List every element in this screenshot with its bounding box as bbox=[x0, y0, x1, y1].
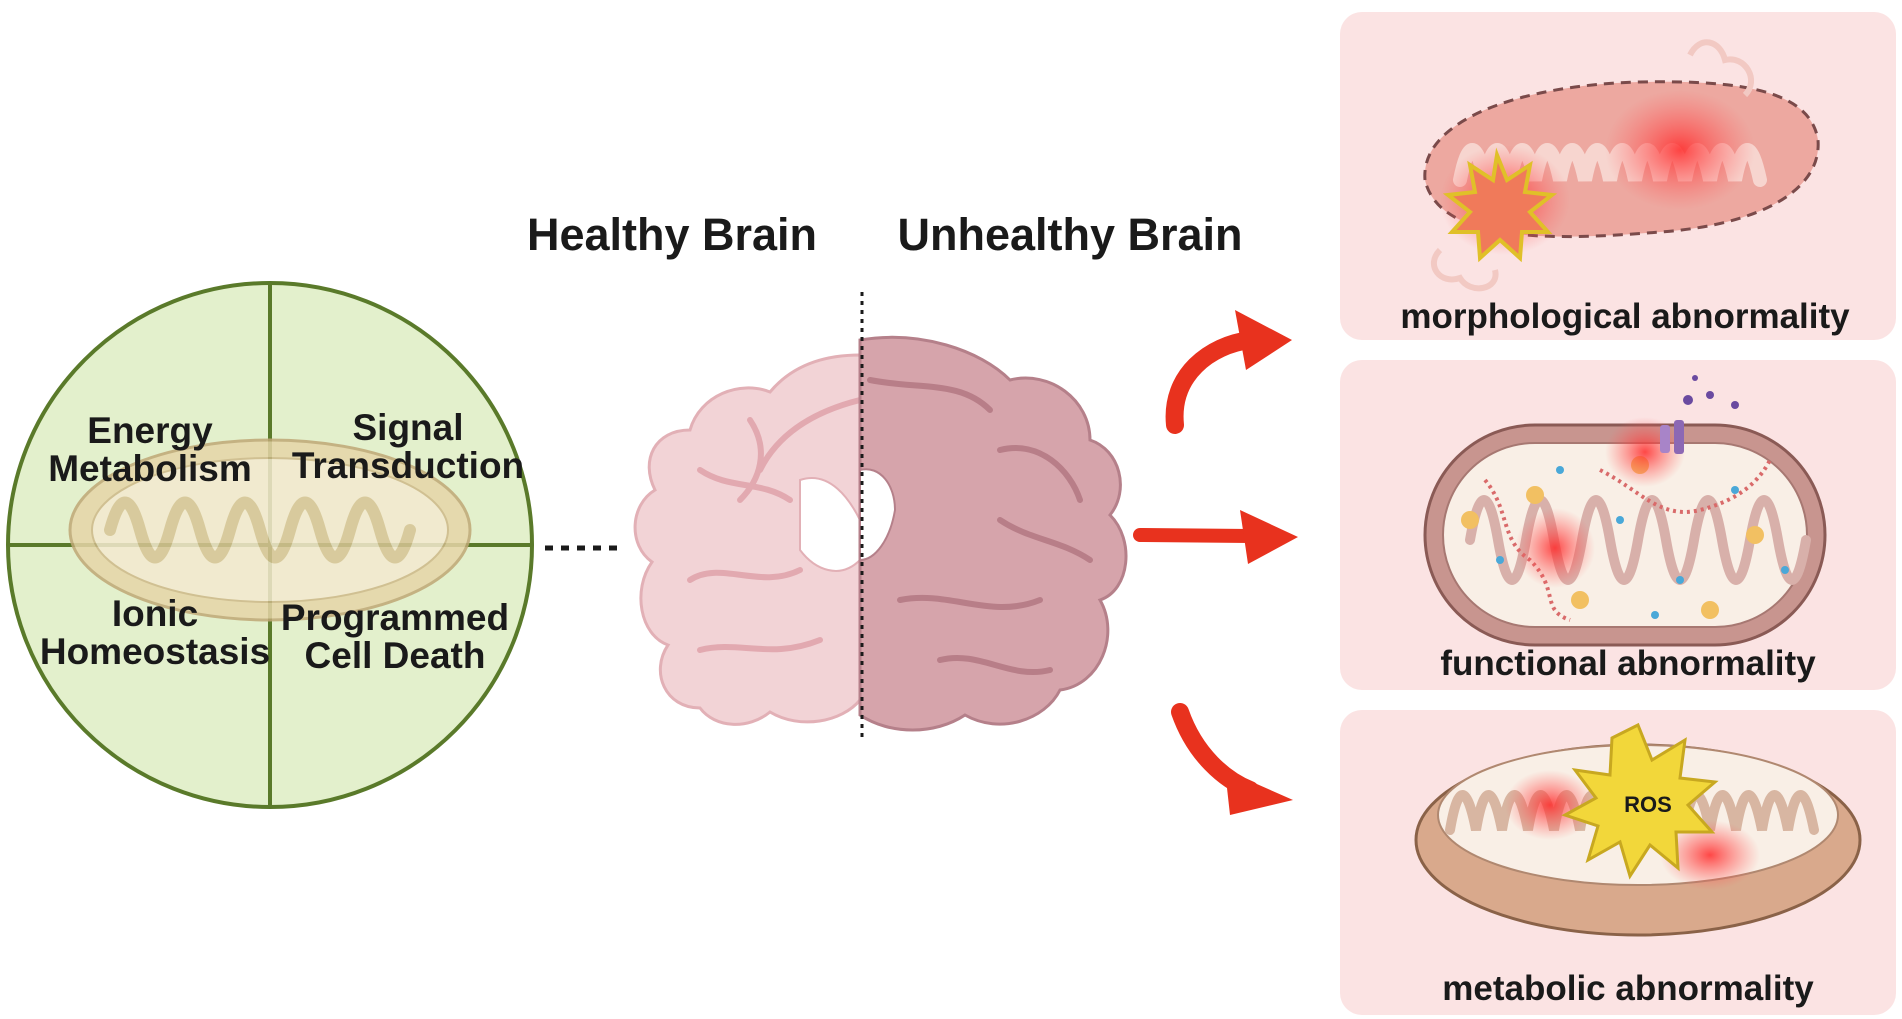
healthy-brain-half bbox=[633, 353, 863, 726]
unhealthy-brain-title: Unhealthy Brain bbox=[897, 209, 1242, 260]
ros-burst-icon bbox=[1561, 722, 1719, 880]
arrow-to-metabolic bbox=[1171, 703, 1293, 815]
mitochondrion-icon bbox=[68, 438, 472, 622]
quad-ionic-line2: Homeostasis bbox=[40, 631, 270, 672]
healthy-brain-title: Healthy Brain bbox=[527, 209, 817, 260]
quad-signal-line1: Signal bbox=[352, 407, 463, 448]
ion-channel-icon bbox=[1660, 375, 1739, 454]
arrow-to-functional bbox=[1133, 510, 1298, 564]
arrow-to-morphological bbox=[1165, 310, 1292, 434]
quad-signal-line2: Transduction bbox=[292, 445, 524, 486]
panel-metabolic: ROS metabolic abnormality bbox=[1340, 710, 1896, 1015]
functional-mitochondrion-icon bbox=[1423, 417, 1827, 647]
quad-ionic-line1: Ionic bbox=[112, 593, 198, 634]
panel-morphological: morphological abnormality bbox=[1340, 12, 1896, 340]
panel-functional: functional abnormality bbox=[1340, 360, 1896, 690]
caption-metabolic: metabolic abnormality bbox=[1442, 969, 1814, 1008]
ros-label: ROS bbox=[1624, 792, 1672, 817]
caption-morphological: morphological abnormality bbox=[1400, 297, 1850, 336]
quad-energy-line1: Energy bbox=[87, 410, 213, 451]
quad-death-line2: Cell Death bbox=[305, 635, 486, 676]
damage-burst-icon bbox=[1442, 147, 1558, 263]
unhealthy-brain-half bbox=[858, 335, 1128, 732]
caption-functional: functional abnormality bbox=[1440, 644, 1816, 683]
quad-death-line1: Programmed bbox=[281, 597, 509, 638]
functions-circle: Energy Metabolism Signal Transduction Io… bbox=[6, 281, 534, 809]
quad-energy-line2: Metabolism bbox=[48, 448, 252, 489]
